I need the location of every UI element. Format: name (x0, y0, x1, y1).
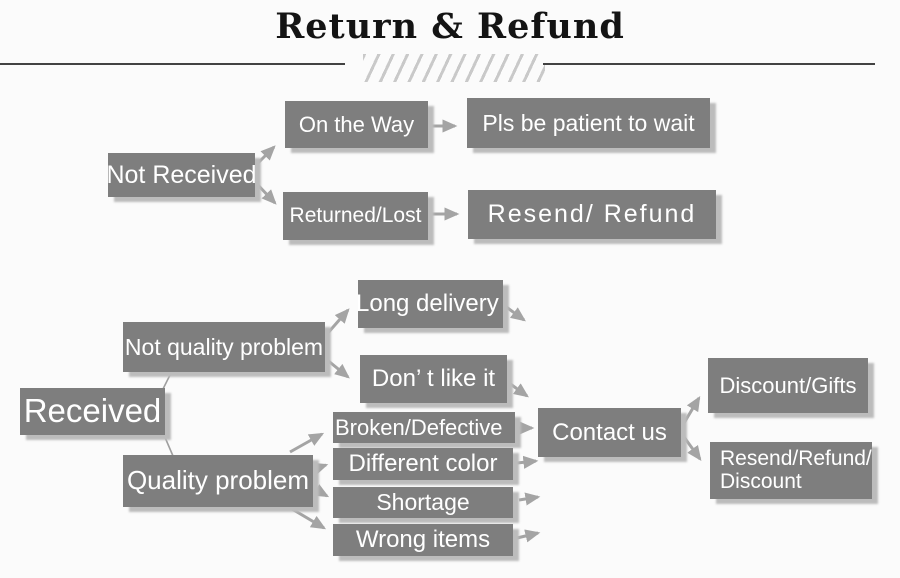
arrow-contact-resendrefunddiscount (682, 436, 702, 461)
divider-line-right (543, 63, 875, 65)
node-not-received: Not Received (106, 153, 257, 197)
arrow-notreceived-ontheway (254, 145, 276, 167)
node-long-delivery: Long delivery (356, 280, 503, 328)
arrow-longdelivery-out (504, 304, 526, 322)
slash-pattern-decoration (363, 54, 545, 82)
node-dont-like-it: Don’ t like it (360, 355, 507, 403)
node-received: Received (20, 388, 165, 435)
node-resend-refund-discount-line2: Discount (720, 469, 802, 493)
node-on-the-way: On the Way (285, 101, 428, 148)
arrow-quality-wrong (286, 504, 327, 530)
arrow-quality-broken (289, 432, 325, 454)
divider-line-left (0, 63, 345, 65)
node-different-color: Different color (333, 448, 513, 480)
arrow-shortage-contact (518, 492, 541, 506)
node-shortage: Shortage (333, 487, 513, 518)
node-resend-refund-discount: Resend/Refund/ Discount (710, 442, 872, 499)
arrow-quality-different (310, 462, 329, 476)
arrow-different-contact (516, 455, 539, 469)
arrow-notreceived-returnedlost (254, 181, 277, 205)
node-quality-problem: Quality problem (123, 455, 313, 507)
node-not-quality-problem: Not quality problem (123, 322, 325, 372)
node-broken-defective: Broken/Defective (333, 412, 515, 443)
node-resend-refund-discount-line1: Resend/Refund/ (720, 447, 872, 471)
line-received-quality (163, 434, 174, 457)
arrow-wrong-contact (516, 529, 541, 543)
node-resend-refund: Resend/ Refund (468, 190, 716, 239)
arrow-notquality-dontlike (325, 357, 350, 379)
arrow-contact-discountgifts (682, 395, 701, 424)
node-contact-us: Contact us (538, 408, 681, 457)
node-returned-lost: Returned/Lost (283, 192, 428, 240)
node-wrong-items: Wrong items (333, 524, 513, 556)
node-discount-gifts: Discount/Gifts (708, 358, 868, 413)
node-pls-be-patient: Pls be patient to wait (467, 98, 710, 148)
arrow-notquality-longdelivery (325, 308, 350, 335)
arrow-quality-shortage (310, 484, 330, 498)
page-title: Return & Refund (275, 6, 625, 47)
arrow-dontlike-contact (508, 381, 529, 398)
